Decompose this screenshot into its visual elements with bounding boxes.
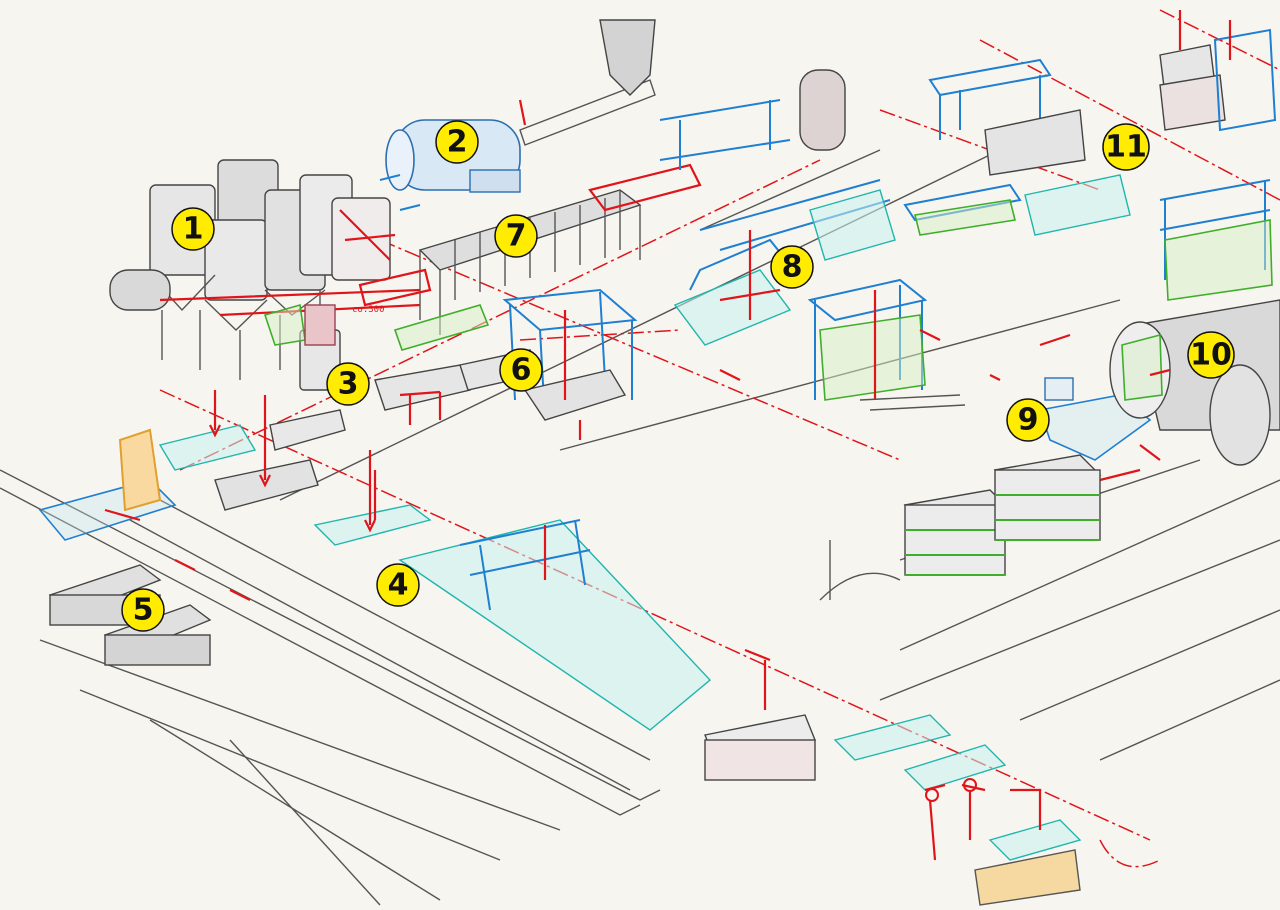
ball-mill (385, 19, 656, 193)
green-cake-line (313, 470, 712, 731)
marker-9-label: 9 (1018, 403, 1039, 438)
cutting-machine (673, 69, 896, 346)
marker-6-label: 6 (511, 353, 532, 388)
flow-arrows (209, 333, 1171, 830)
marker-2: 2 (435, 120, 479, 164)
autoclave (1109, 299, 1280, 466)
marker-4-label: 4 (388, 568, 409, 603)
marker-5: 5 (121, 588, 165, 632)
marker-3-label: 3 (338, 367, 359, 402)
marker-9: 9 (1006, 398, 1050, 442)
marker-7-label: 7 (506, 219, 527, 254)
marker-5-label: 5 (133, 593, 154, 628)
marker-8-label: 8 (782, 250, 803, 285)
packing-area (903, 10, 1277, 301)
marker-10-label: 10 (1190, 338, 1232, 373)
marker-4: 4 (376, 563, 420, 607)
pallet-stacks (903, 454, 1102, 576)
marker-3: 3 (326, 362, 370, 406)
mixer-area: co.300 (214, 303, 536, 511)
stacking-station (807, 278, 1161, 482)
marker-8: 8 (770, 245, 814, 289)
mixer-capacity-label: co.300 (352, 305, 385, 315)
marker-10: 10 (1187, 331, 1235, 379)
marker-11-label: 11 (1105, 130, 1147, 165)
sorting-station (704, 648, 1082, 906)
floor-lines (0, 149, 1280, 906)
marker-6: 6 (499, 348, 543, 392)
silo-group (109, 159, 421, 380)
marker-1: 1 (171, 207, 215, 251)
marker-11: 11 (1102, 123, 1150, 171)
marker-2-label: 2 (447, 125, 468, 160)
entry-zone (38, 424, 257, 601)
marker-1-label: 1 (183, 212, 204, 247)
marker-7: 7 (494, 214, 538, 258)
